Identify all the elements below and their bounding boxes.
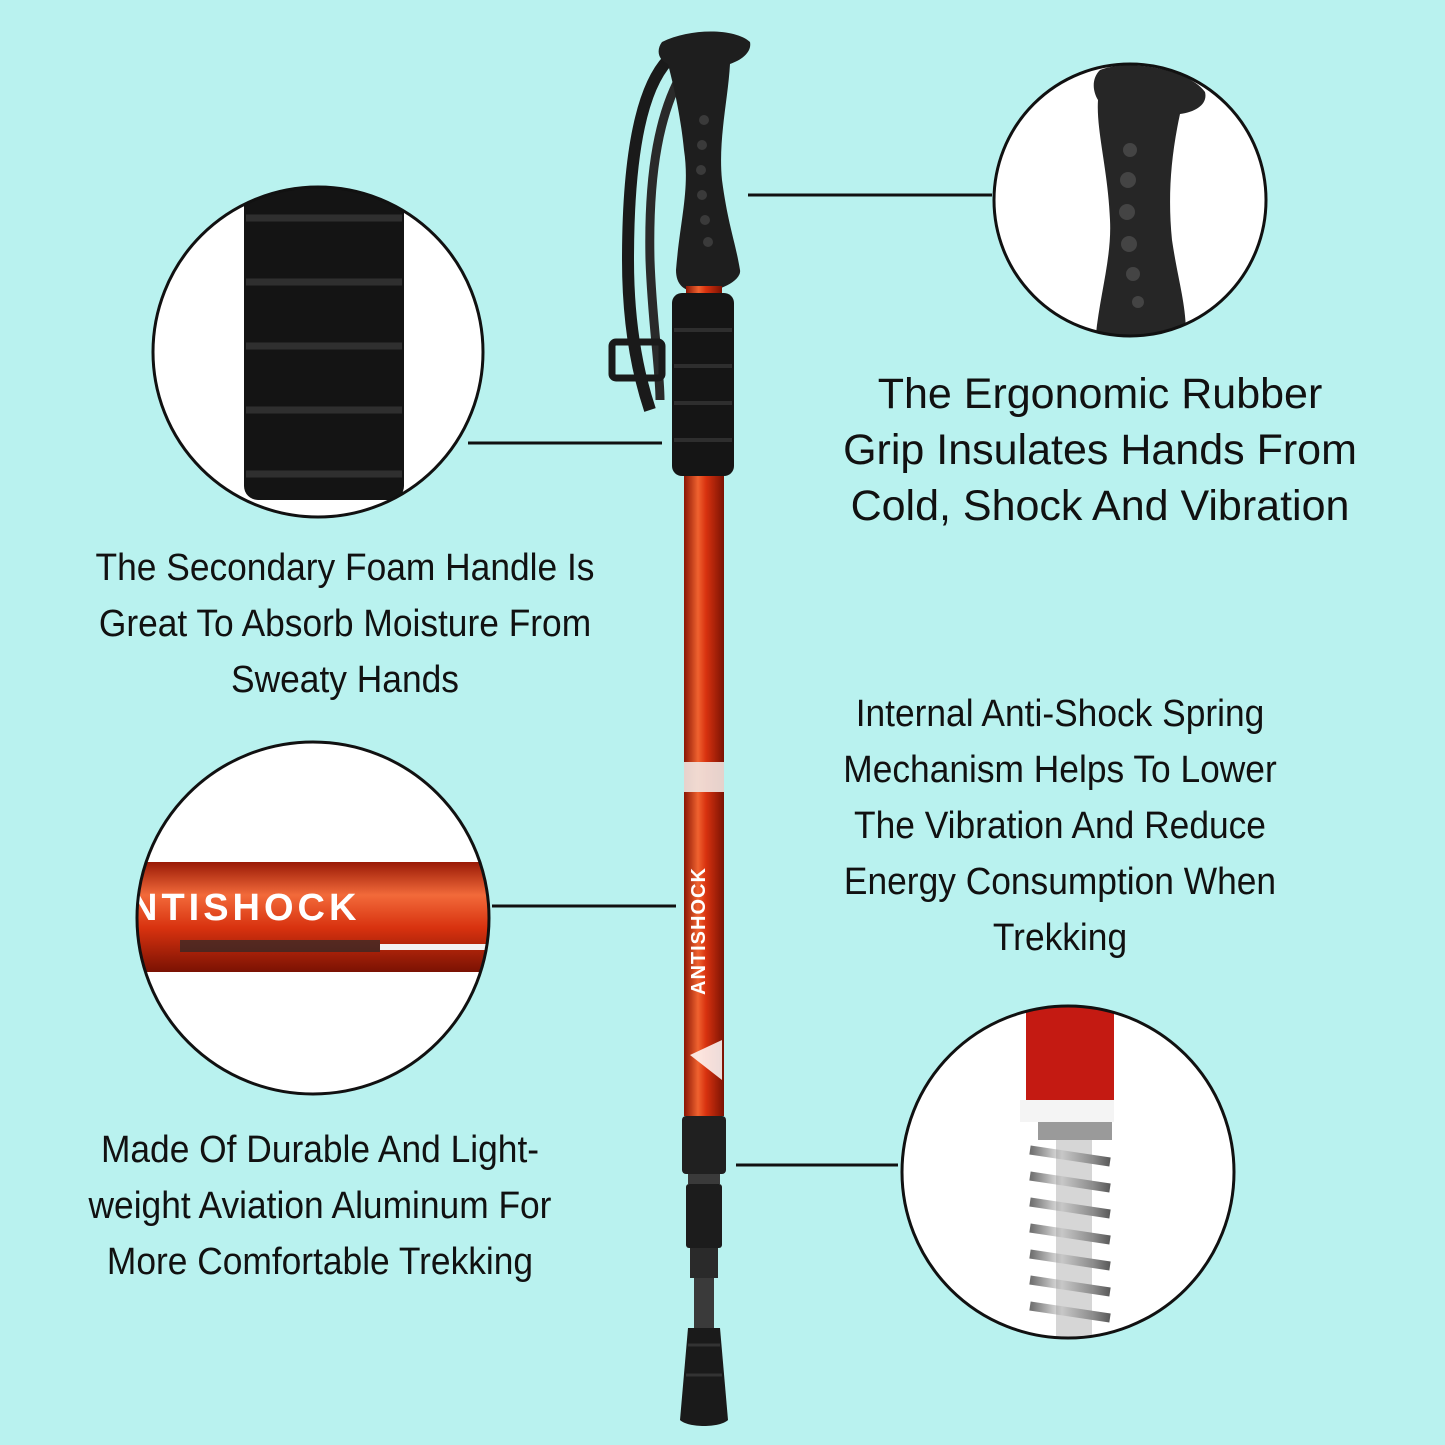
strap-buckle (608, 338, 666, 382)
pole-shaft (684, 476, 724, 1116)
aluminum-closeup (137, 862, 489, 972)
foam-closeup (244, 187, 404, 500)
pole-brand-label: ANTISHOCK (688, 867, 710, 995)
spring-coil (1029, 1145, 1111, 1323)
aluminum-caption: Made Of Durable And Light- weight Aviati… (88, 1129, 552, 1283)
grip-closeup (1093, 65, 1206, 336)
lock-clamp-lower (686, 1184, 722, 1248)
spring-zoom-circle (900, 1004, 1236, 1340)
rubber-grip (658, 31, 751, 292)
foam-caption: The Secondary Foam Handle Is Great To Ab… (95, 547, 595, 701)
trekking-pole: ANTISHOCK (608, 31, 751, 1426)
grip-zoom-circle (992, 62, 1268, 338)
foam-zoom-circle (151, 185, 485, 519)
zoom-brand-label: NTISHOCK (130, 887, 360, 929)
pole-tip (680, 1328, 728, 1426)
aluminum-zoom-circle: NTISHOCK (130, 740, 491, 1096)
spring-caption: Internal Anti-Shock Spring Mechanism Hel… (843, 693, 1277, 959)
wrist-strap (621, 55, 673, 412)
connector-lines (468, 193, 992, 1167)
lock-clamp-upper (682, 1116, 726, 1174)
spring-housing (1026, 1006, 1114, 1105)
grip-caption: The Ergonomic Rubber Grip Insulates Hand… (843, 370, 1357, 530)
foam-handle (672, 293, 734, 476)
